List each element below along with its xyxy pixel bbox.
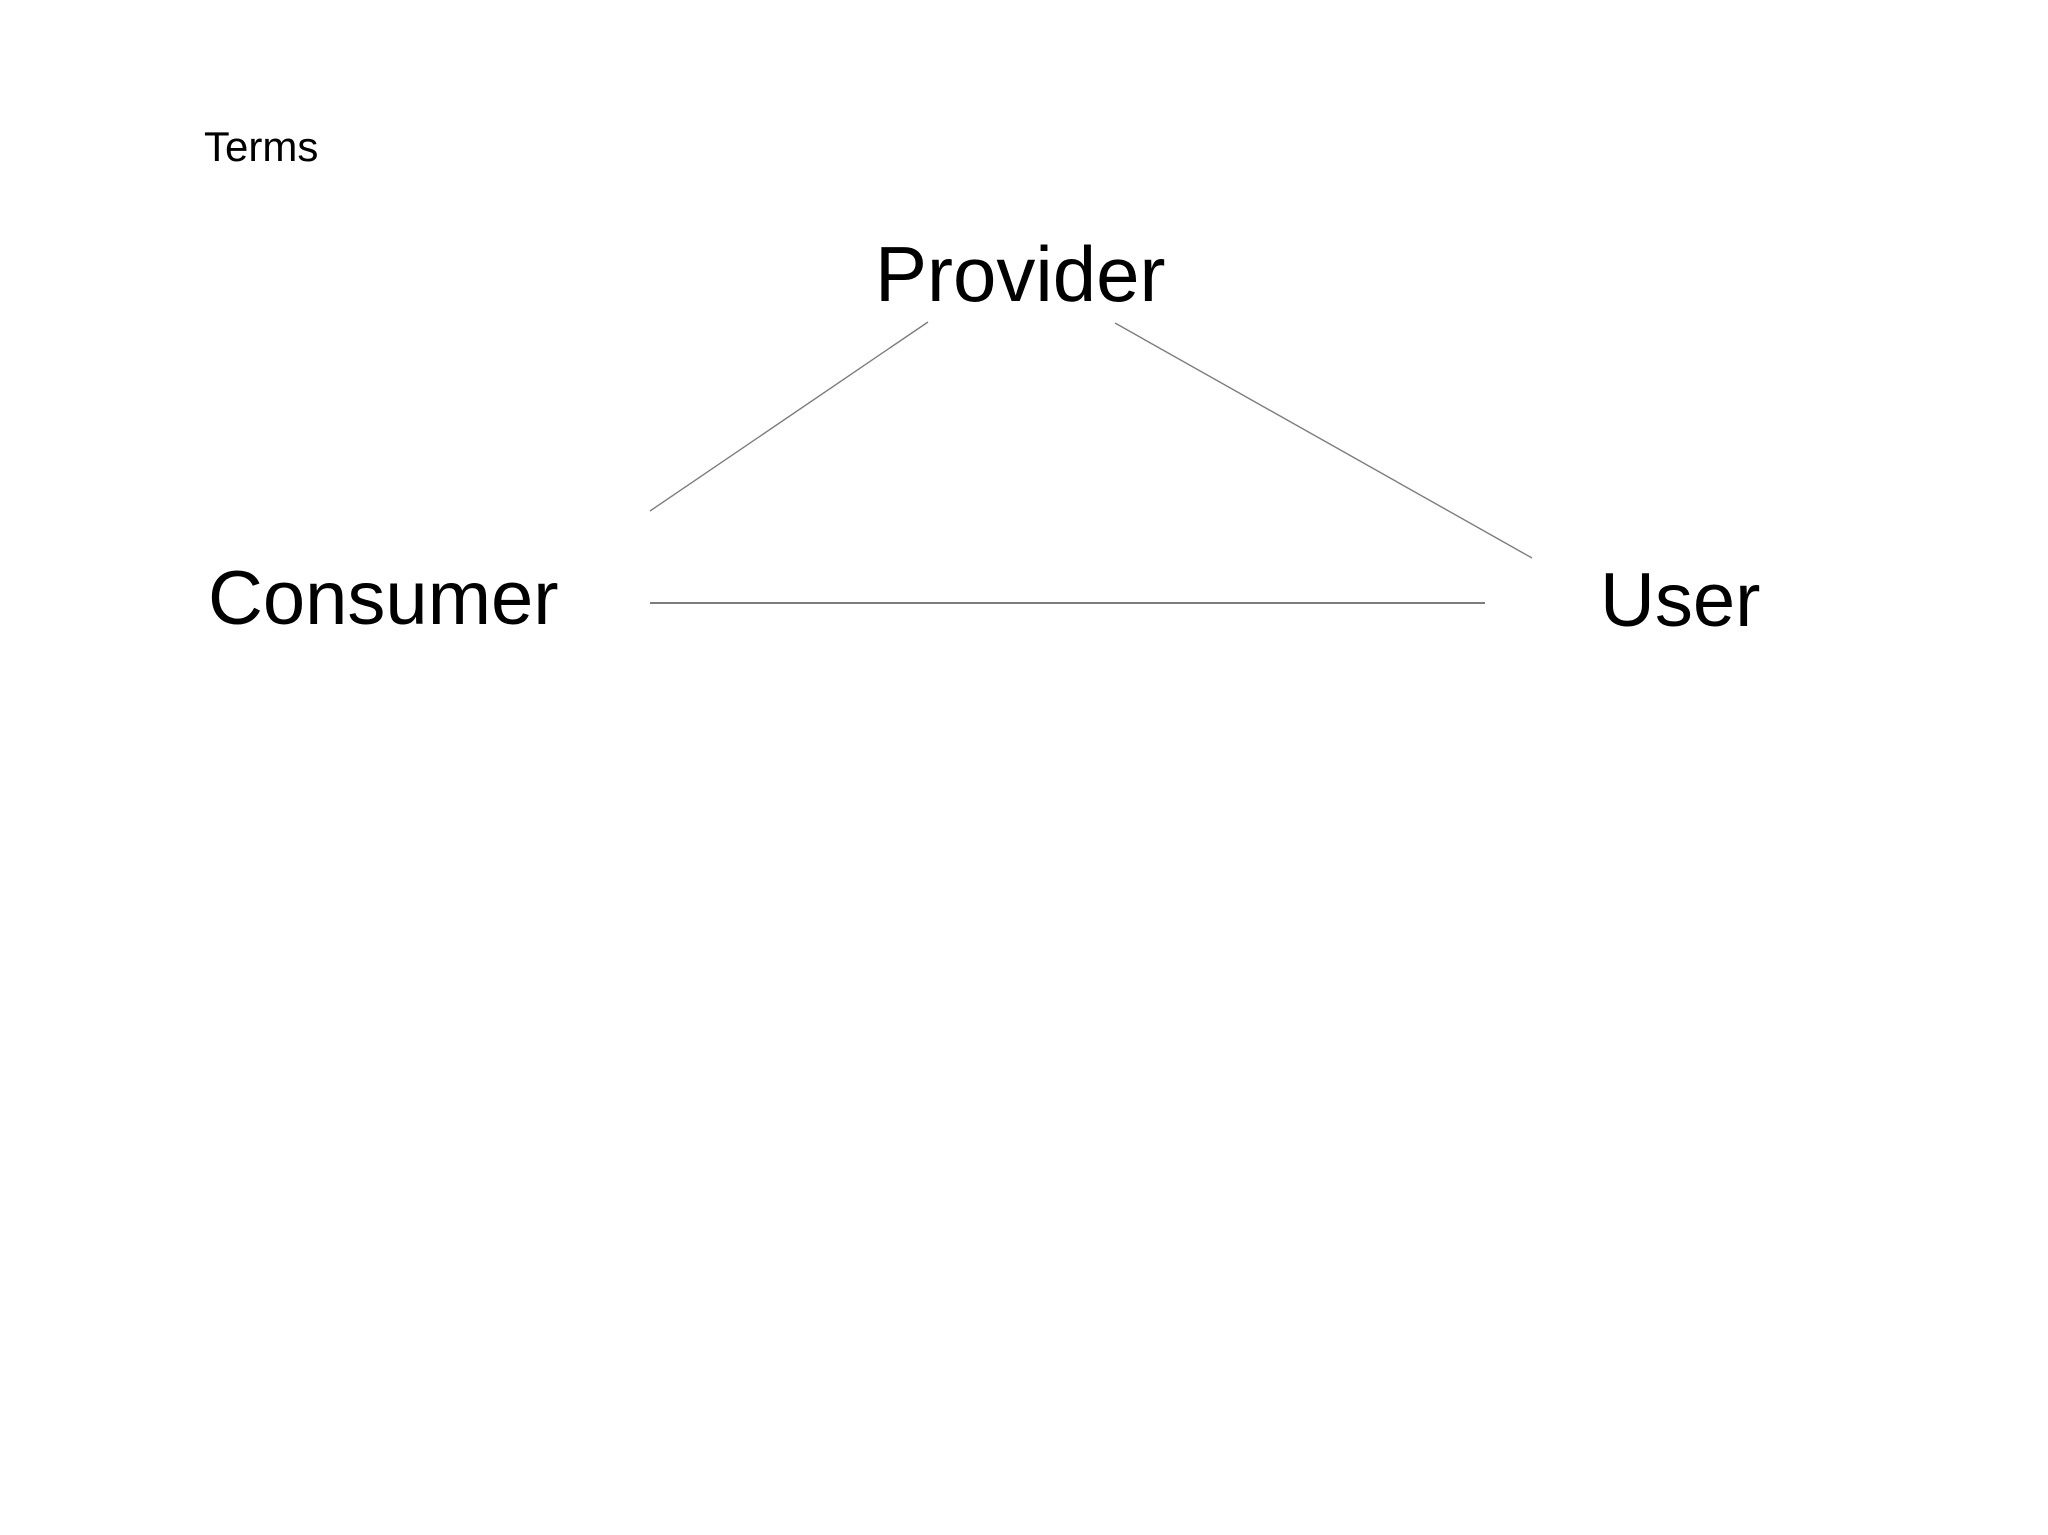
edge-provider-user (1114, 322, 1533, 559)
slide-title: Terms (204, 123, 319, 170)
edge-provider-consumer (649, 321, 929, 512)
node-user: User (1600, 558, 1761, 643)
node-consumer: Consumer (208, 556, 559, 641)
node-provider: Provider (875, 230, 1166, 318)
